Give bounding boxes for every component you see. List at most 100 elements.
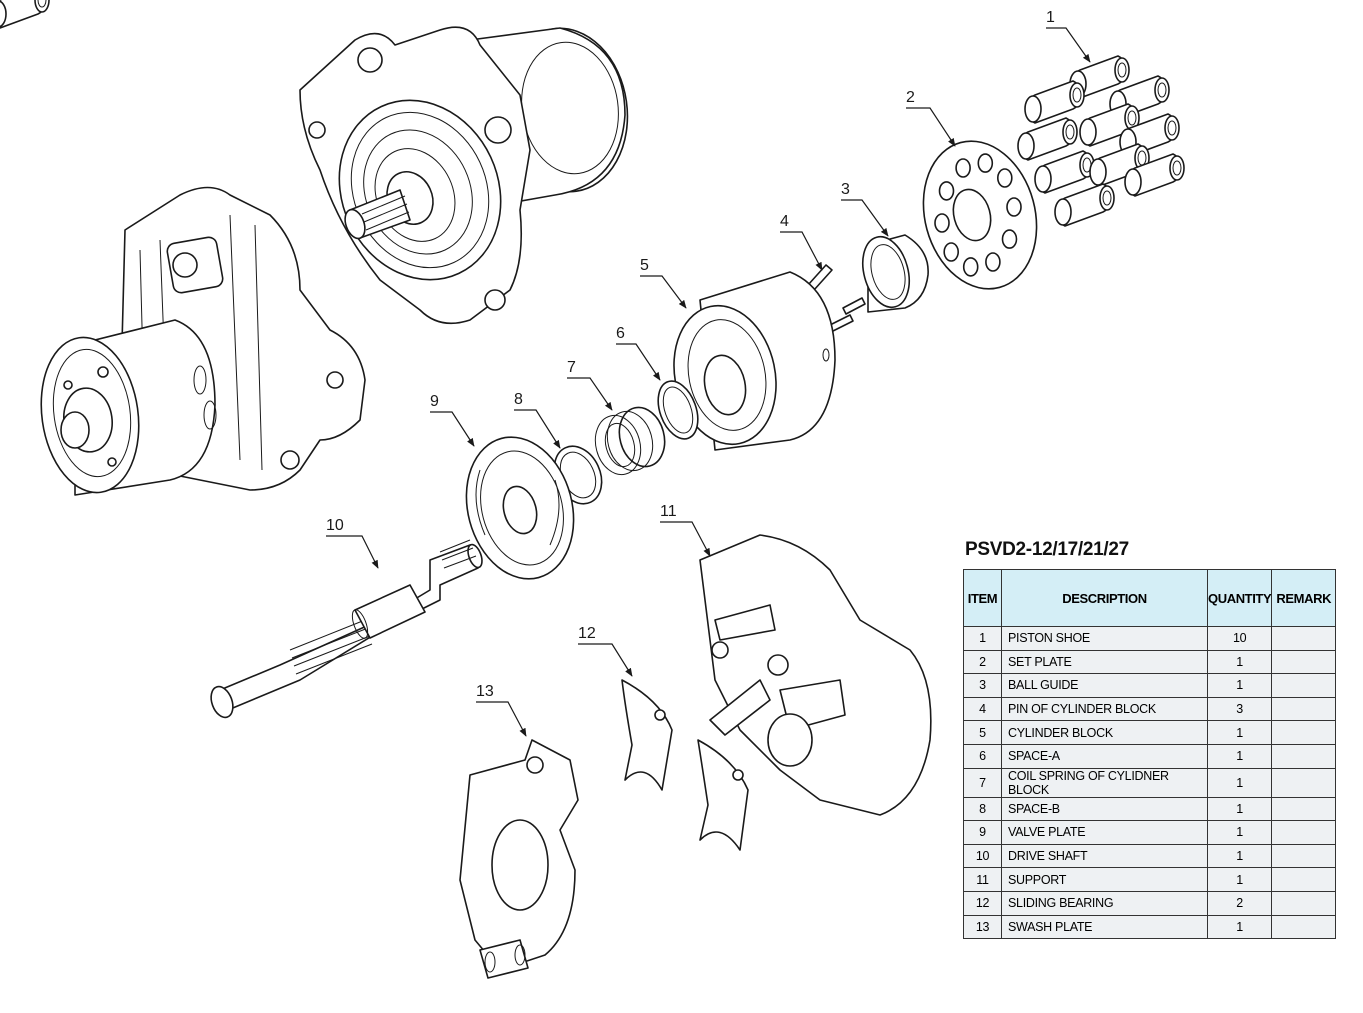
cell-item: 10 (963, 843, 1002, 869)
set-plate-hole (935, 214, 949, 232)
cell-item: 8 (963, 796, 1002, 822)
cell-description: VALVE PLATE (1001, 820, 1208, 845)
callout-6: 6 (616, 325, 660, 381)
callout-9: 9 (430, 393, 474, 447)
set-plate-hole (986, 253, 1000, 271)
table-header-row: ITEM DESCRIPTION QUANTITY REMARK (963, 569, 1337, 627)
callout-13: 13 (476, 683, 526, 737)
assembled-pump-left (32, 188, 365, 499)
cell-quantity: 1 (1206, 649, 1273, 675)
cell-item: 12 (963, 890, 1002, 916)
callout-8: 8 (514, 391, 560, 449)
part-coil-spring (589, 402, 671, 479)
callout-3: 3 (841, 181, 889, 237)
cell-remark (1271, 890, 1337, 916)
cell-description: BALL GUIDE (1001, 673, 1208, 698)
part-ball-guide (855, 232, 928, 313)
callout-5: 5 (640, 257, 687, 309)
cell-quantity: 1 (1206, 743, 1273, 769)
cell-remark (1271, 720, 1337, 745)
cell-remark (1271, 626, 1337, 651)
part-valve-plate (451, 425, 589, 591)
table-title: PSVD2-12/17/21/27 (965, 539, 1129, 560)
callout-1: 1 (1046, 9, 1090, 63)
cell-item: 11 (963, 867, 1002, 892)
cell-description: DRIVE SHAFT (1001, 843, 1208, 869)
cell-description: SPACE-B (1001, 796, 1208, 822)
cell-description: COIL SPRING OF CYLIDNER BLOCK (1001, 767, 1208, 798)
callout-11: 11 (660, 503, 710, 557)
cell-quantity: 2 (1206, 890, 1273, 916)
cell-remark (1271, 796, 1337, 822)
cell-remark (1271, 914, 1337, 940)
part-cylinder-block (662, 272, 835, 454)
cell-quantity: 1 (1206, 673, 1273, 698)
cell-remark (1271, 820, 1337, 845)
set-plate-hole (940, 182, 954, 200)
svg-text:3: 3 (841, 181, 850, 198)
part-swash-plate (460, 740, 578, 978)
callout-12: 12 (578, 625, 632, 677)
svg-text:7: 7 (567, 359, 576, 376)
cell-remark (1271, 743, 1337, 769)
set-plate-hole (998, 169, 1012, 187)
svg-text:2: 2 (906, 89, 915, 106)
svg-text:12: 12 (578, 625, 596, 642)
set-plate-hole (1003, 230, 1017, 248)
callout-2: 2 (906, 89, 955, 147)
part-cylinder-pins (808, 265, 865, 332)
cell-remark (1271, 649, 1337, 675)
cell-item: 7 (963, 767, 1002, 798)
set-plate-hole (978, 154, 992, 172)
set-plate-hole (944, 243, 958, 261)
header-remark: REMARK (1271, 569, 1337, 627)
part-set-plate (907, 128, 1052, 301)
cell-description: SPACE-A (1001, 743, 1208, 769)
cell-item: 4 (963, 696, 1002, 722)
cell-description: PIN OF CYLINDER BLOCK (1001, 696, 1208, 722)
cell-remark (1271, 843, 1337, 869)
cell-remark (1271, 767, 1337, 798)
svg-text:13: 13 (476, 683, 494, 700)
cell-quantity: 3 (1206, 696, 1273, 722)
svg-text:1: 1 (1046, 9, 1055, 26)
callout-4: 4 (780, 213, 822, 271)
cell-item: 13 (963, 914, 1002, 940)
svg-text:9: 9 (430, 393, 439, 410)
part-piston-shoes (0, 0, 1185, 227)
cell-quantity: 1 (1206, 720, 1273, 745)
cell-quantity: 10 (1206, 626, 1273, 651)
svg-text:5: 5 (640, 257, 649, 274)
cell-quantity: 1 (1206, 820, 1273, 845)
cell-quantity: 1 (1206, 796, 1273, 822)
cell-quantity: 1 (1206, 767, 1273, 798)
cell-description: PISTON SHOE (1001, 626, 1208, 651)
set-plate-hole (964, 258, 978, 276)
callouts: 1 2 3 4 5 6 7 8 (326, 9, 1090, 737)
cell-item: 2 (963, 649, 1002, 675)
cell-description: CYLINDER BLOCK (1001, 720, 1208, 745)
cell-description: SWASH PLATE (1001, 914, 1208, 940)
cell-item: 6 (963, 743, 1002, 769)
cell-item: 9 (963, 820, 1002, 845)
callout-10: 10 (326, 517, 378, 569)
set-plate-hole (956, 159, 970, 177)
cell-item: 3 (963, 673, 1002, 698)
part-drive-shaft (207, 540, 485, 720)
cell-quantity: 1 (1206, 914, 1273, 940)
svg-text:6: 6 (616, 325, 625, 342)
callout-7: 7 (567, 359, 612, 411)
cell-remark (1271, 867, 1337, 892)
cell-description: SUPPORT (1001, 867, 1208, 892)
